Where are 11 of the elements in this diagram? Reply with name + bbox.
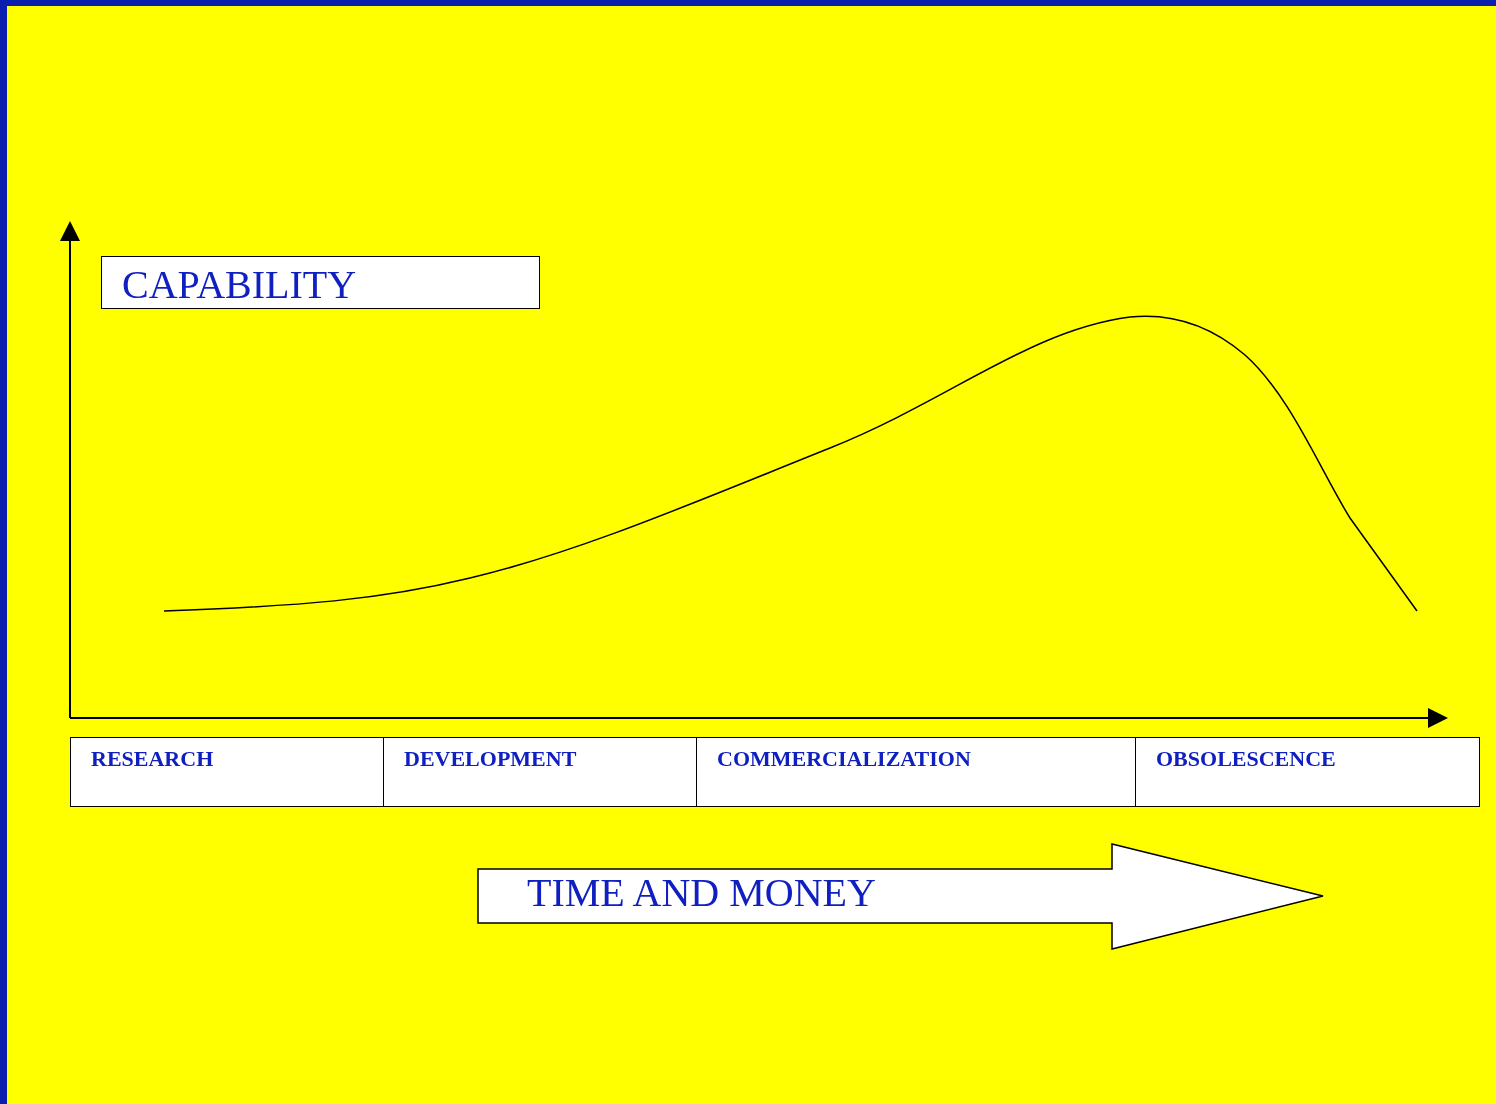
phase-label: DEVELOPMENT xyxy=(404,748,577,770)
phase-box xyxy=(70,737,384,807)
phase-label: OBSOLESCENCE xyxy=(1156,748,1336,770)
phase-label: COMMERCIALIZATION xyxy=(717,748,971,770)
phase-box xyxy=(383,737,697,807)
axis-label: CAPABILITY xyxy=(122,265,357,305)
label-box xyxy=(101,256,540,309)
arrow-label: TIME AND MONEY xyxy=(527,873,876,913)
phase-label: RESEARCH xyxy=(91,748,214,770)
phase-box xyxy=(1135,737,1480,807)
phase-box xyxy=(696,737,1136,807)
